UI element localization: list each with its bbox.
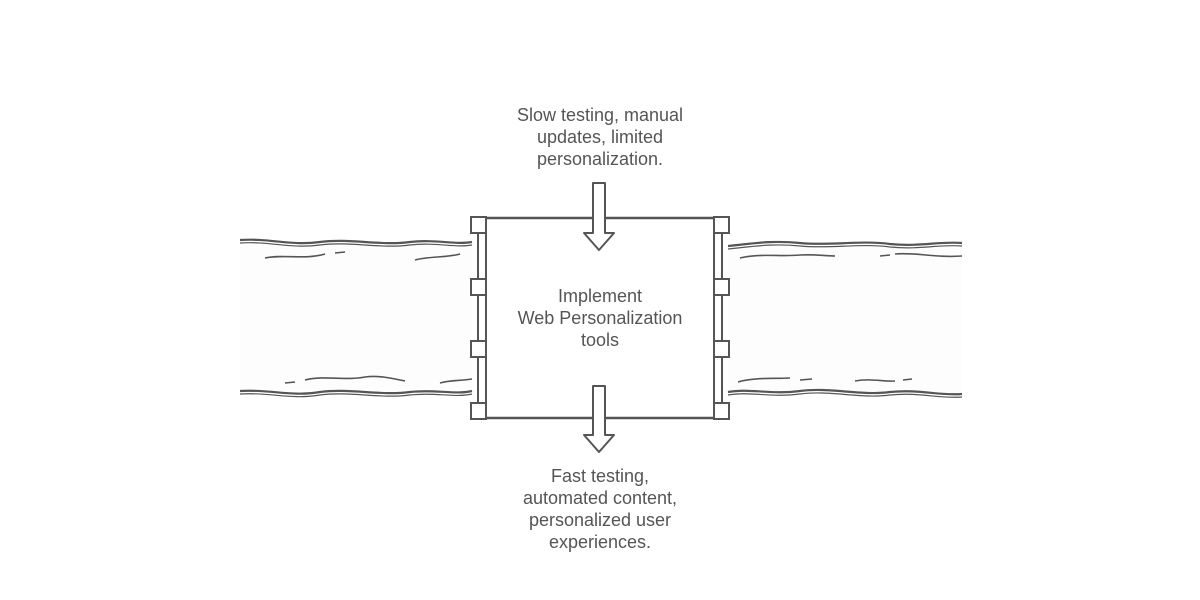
- output-label-line: Fast testing,: [550, 466, 650, 486]
- output-arrow: [583, 385, 615, 453]
- input-label-line: personalization.: [536, 149, 664, 169]
- bolt: [470, 402, 487, 420]
- bolt: [713, 340, 730, 358]
- center-label: Implement Web Personalization tools: [480, 285, 720, 351]
- input-label-line: updates, limited: [536, 127, 664, 147]
- right-stream: [727, 240, 963, 398]
- input-label-line: Slow testing, manual: [516, 105, 684, 125]
- left-stream-bottom-bank: [239, 389, 473, 395]
- output-label-line: personalized user: [528, 510, 672, 530]
- center-label-line: tools: [580, 330, 620, 350]
- right-stream-top-bank: [727, 240, 963, 248]
- bolt: [713, 216, 730, 234]
- bolt: [713, 278, 730, 296]
- input-arrow: [583, 182, 615, 251]
- bolt: [470, 340, 487, 358]
- left-stream: [239, 238, 473, 398]
- right-stream-bottom-bank: [727, 388, 963, 396]
- center-label-line: Implement: [557, 286, 643, 306]
- output-label: Fast testing, automated content, persona…: [460, 465, 740, 553]
- left-stream-top-bank: [239, 238, 473, 245]
- center-label-line: Web Personalization: [517, 308, 683, 328]
- bolt: [470, 216, 487, 234]
- input-label: Slow testing, manual updates, limited pe…: [470, 104, 730, 170]
- bolt: [470, 278, 487, 296]
- bolt: [713, 402, 730, 420]
- output-label-line: experiences.: [548, 532, 652, 552]
- output-label-line: automated content,: [522, 488, 678, 508]
